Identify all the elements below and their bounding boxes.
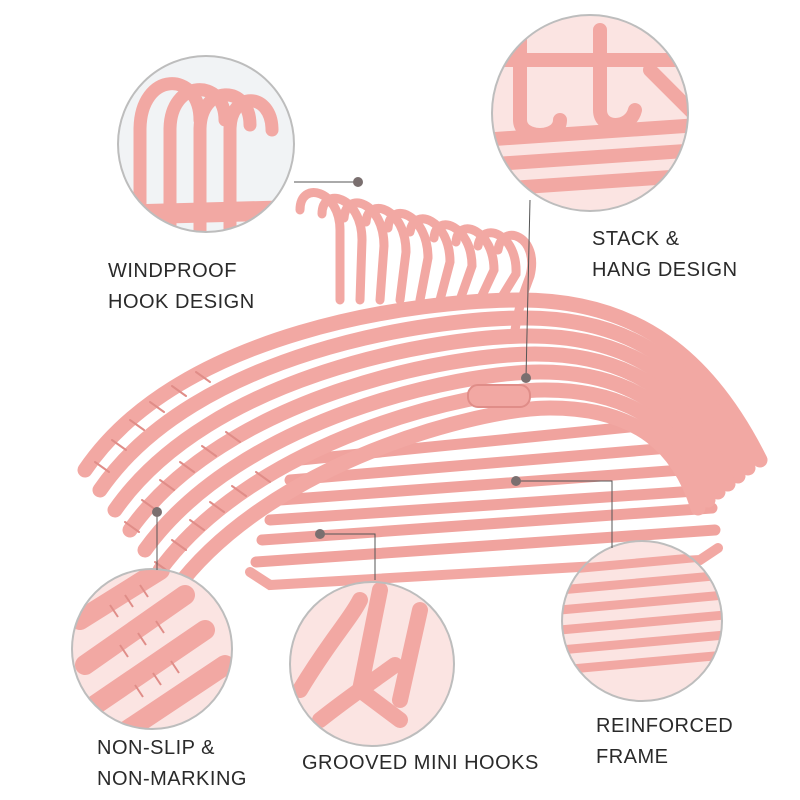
label-line: FRAME [596, 746, 669, 768]
label-stack-hang: STACK & HANG DESIGN [592, 224, 738, 286]
callout-circle-nonslip [71, 568, 233, 730]
leader-dots [152, 177, 531, 539]
callout-circle-grooved [289, 581, 455, 747]
callout-circle-frame [561, 540, 723, 702]
leader-lines [156, 181, 613, 580]
hanger-arm-grooves [94, 371, 271, 573]
label-non-slip: NON-SLIP & NON-MARKING [97, 733, 247, 795]
hanger-stack [77, 188, 768, 598]
hanger-hooks [295, 188, 537, 335]
callout-circle-stack [491, 14, 689, 212]
label-grooved-mini-hooks: GROOVED MINI HOOKS [302, 748, 539, 779]
callout-circle-windproof [117, 55, 295, 233]
label-line: REINFORCED [596, 715, 734, 737]
label-line: WINDPROOF [108, 260, 237, 282]
label-line: NON-SLIP & [97, 737, 215, 759]
label-line: NON-MARKING [97, 768, 247, 790]
label-line: HOOK DESIGN [108, 291, 255, 313]
label-windproof-hook: WINDPROOF HOOK DESIGN [108, 256, 255, 318]
label-line: STACK & [592, 228, 680, 250]
label-line: GROOVED MINI HOOKS [302, 752, 539, 774]
label-line: HANG DESIGN [592, 259, 738, 281]
label-reinforced-frame: REINFORCED FRAME [596, 711, 733, 773]
